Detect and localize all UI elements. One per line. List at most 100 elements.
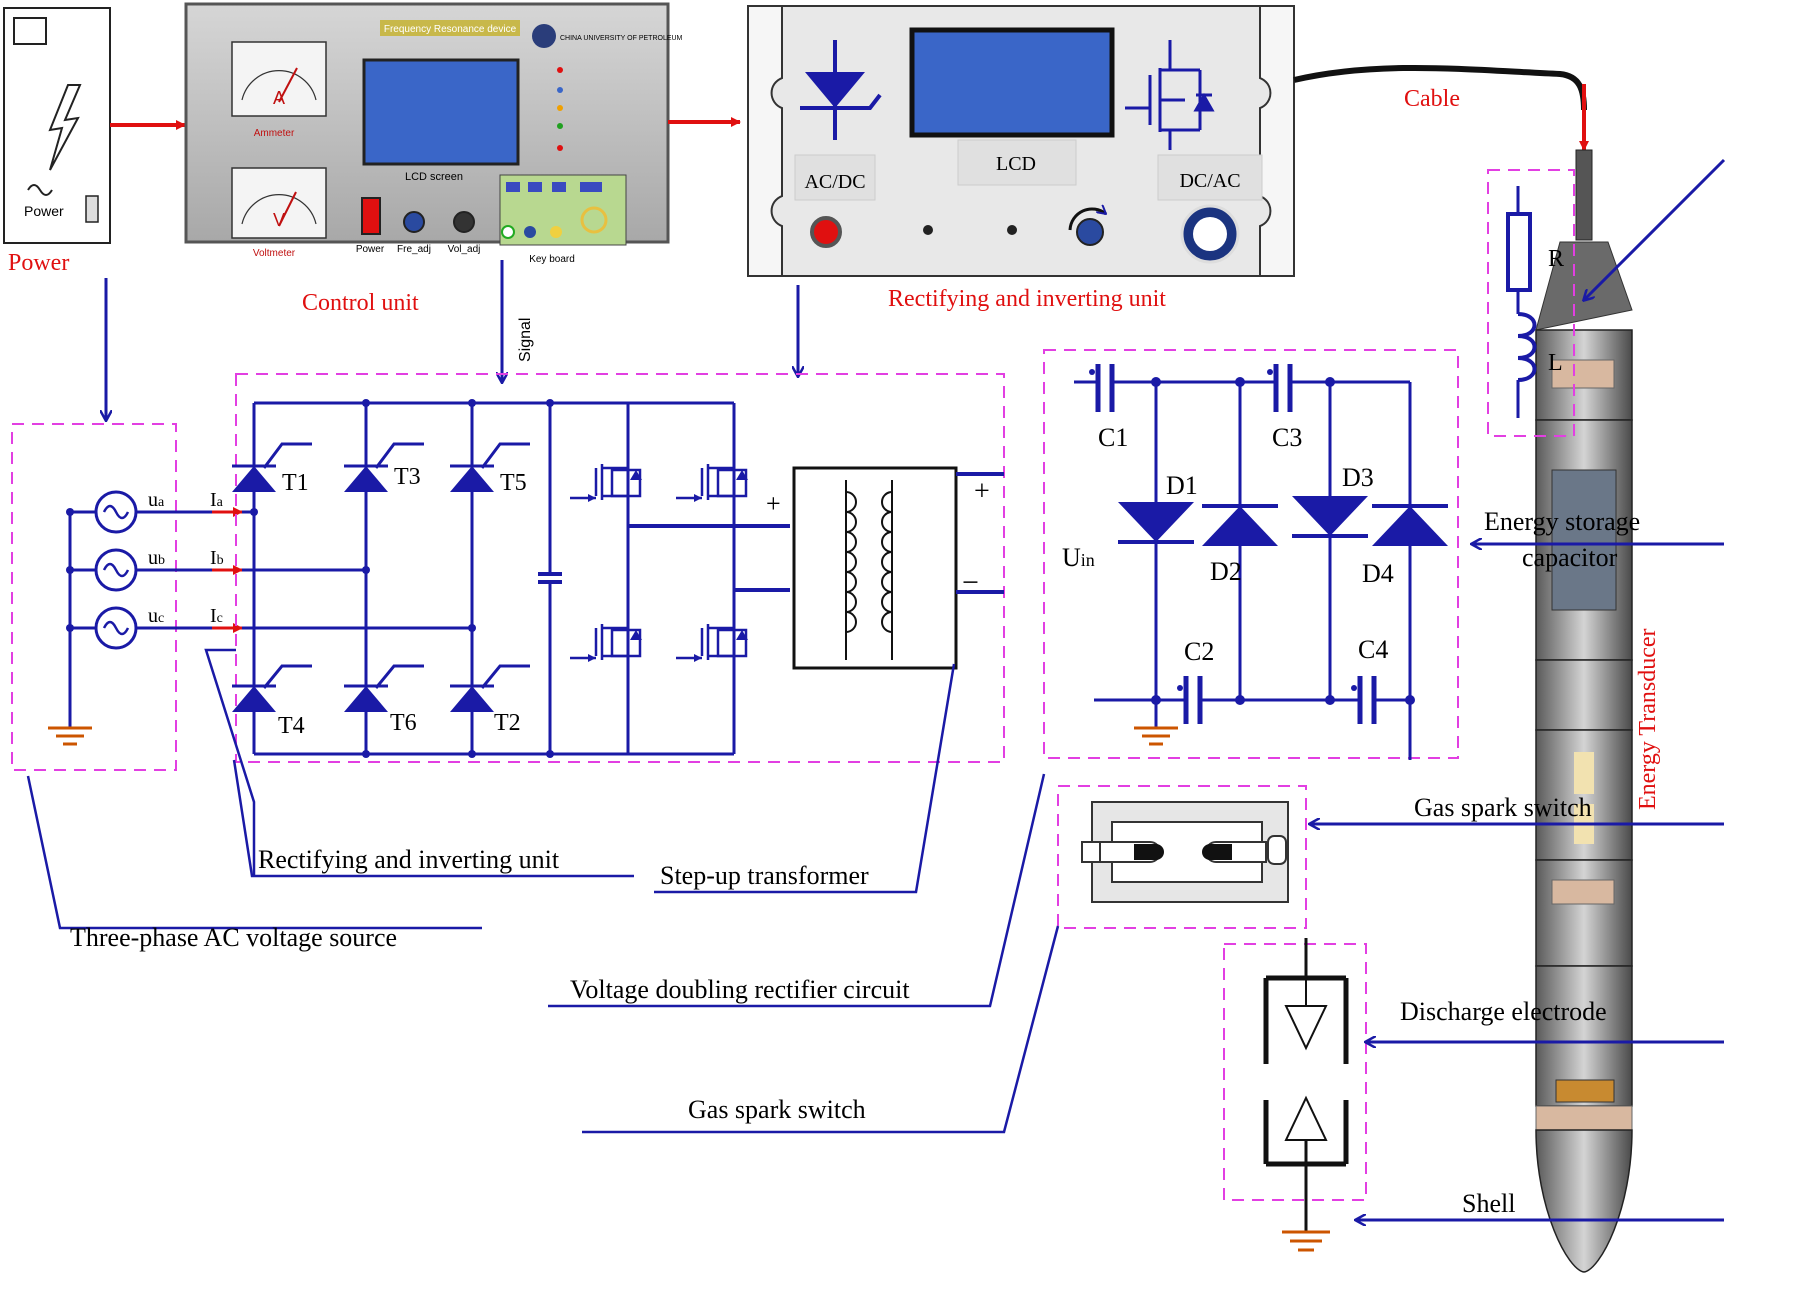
lightning-icon (48, 84, 82, 171)
thyristor-label: T6 (390, 710, 417, 736)
thyristor-t3-symbol (344, 466, 388, 492)
control-lcd-screen (362, 58, 520, 166)
junction-dot (1151, 377, 1161, 387)
leader-three-phase (204, 648, 256, 876)
capacitor-label: C4 (1358, 635, 1388, 664)
keyboard-key[interactable] (506, 182, 520, 192)
rectifier-inverter-circuit (235, 373, 1005, 763)
rectifier-unit-device: AC/DC LCD DC/AC (747, 5, 1295, 277)
rectifier-unit-caption: Rectifying and inverting unit (888, 286, 1166, 312)
callout-shell: Shell (1462, 1189, 1515, 1218)
junction-dot (66, 508, 74, 516)
svg-text:V: V (273, 210, 285, 230)
rectifier-adjust-knob[interactable] (1076, 218, 1104, 246)
callout-discharge: Discharge electrode (1400, 997, 1607, 1026)
power-supply-device: Power (3, 7, 111, 244)
minus-sign: − (962, 566, 979, 599)
knob-rotate-icon (1068, 209, 1106, 231)
rectifier-led (923, 225, 933, 235)
mosfet-symbol (570, 624, 642, 660)
thyristor-t6-symbol (344, 686, 388, 712)
cable-label: Cable (1404, 86, 1460, 112)
svg-text:Frequency Resonance device: Frequency Resonance device (384, 24, 517, 35)
junction-dot (468, 750, 476, 758)
inductor-symbol (1517, 312, 1537, 382)
inductor-label: L (1548, 350, 1563, 376)
university-logo-inner (1193, 217, 1227, 251)
svg-text:A: A (273, 88, 285, 108)
thyristor-label: T4 (278, 713, 305, 739)
polarity-dot (1351, 685, 1357, 691)
diode-label: D4 (1362, 559, 1394, 588)
diode-label: D1 (1166, 471, 1198, 500)
callout-energy-storage-1: Energy storage (1484, 507, 1640, 536)
dcac-mosfet-icon (1125, 40, 1215, 150)
phase-voltage-b: ub (148, 547, 165, 569)
leader-vdr (548, 773, 1046, 1008)
resistor-symbol (1506, 212, 1532, 292)
svg-text:CHINA UNIVERSITY OF PETROLEUM: CHINA UNIVERSITY OF PETROLEUM (560, 35, 683, 42)
polarity-dot (1177, 685, 1183, 691)
phase-voltage-c: uc (148, 605, 164, 627)
power-rocker-switch[interactable] (85, 195, 99, 223)
keyboard-key[interactable] (580, 182, 602, 192)
uin-label: Uin (1062, 543, 1095, 572)
phase-current-b: Ib (210, 547, 224, 569)
diode-d1-symbol (1118, 502, 1194, 542)
keyboard-key[interactable] (501, 225, 515, 239)
junction-dot (362, 750, 370, 758)
keyboard-dpad[interactable] (580, 206, 608, 234)
plus-sign: + (766, 489, 781, 518)
ac-wave-icon (27, 184, 53, 196)
step-up-transformer-symbol (792, 466, 958, 670)
diode-label: D3 (1342, 463, 1374, 492)
keyboard-key[interactable] (550, 226, 562, 238)
thyristor-label: T3 (394, 464, 421, 490)
led-indicator (557, 87, 563, 93)
keyboard-key[interactable] (524, 226, 536, 238)
rectifier-power-button[interactable] (810, 216, 842, 248)
mosfet-symbol (676, 624, 748, 660)
callout-gas-spark-left: Gas spark switch (688, 1095, 866, 1124)
thyristor-t5-symbol (450, 466, 494, 492)
keyboard-key[interactable] (552, 182, 566, 192)
energy-storage-capacitor-part (1551, 469, 1617, 611)
svg-text:Power: Power (356, 244, 385, 255)
keyboard-key[interactable] (528, 182, 542, 192)
junction-dot (1235, 377, 1245, 387)
control-title-strip (380, 20, 520, 36)
control-power-switch[interactable] (361, 197, 381, 235)
phase-current-c: Ic (210, 605, 223, 627)
junction-dot (250, 508, 258, 516)
transducer-label: Energy Transducer (1635, 628, 1661, 810)
voltage-adjust-knob[interactable] (453, 211, 475, 233)
leader-gas-spark (582, 925, 1060, 1134)
energy-transducer (1535, 149, 1633, 1273)
junction-dot (1325, 695, 1335, 705)
mosfet-symbol (676, 464, 748, 500)
callout-three-phase: Three-phase AC voltage source (70, 923, 397, 952)
cable (1293, 64, 1587, 111)
frequency-adjust-knob[interactable] (403, 211, 425, 233)
junction-dot (362, 566, 370, 574)
power-switch-label: Power (24, 203, 64, 219)
university-logo-small (532, 24, 556, 48)
junction-dot (1151, 695, 1161, 705)
acdc-label: AC/DC (804, 171, 865, 193)
lcd-screen-label: LCD screen (405, 171, 463, 183)
voltmeter-gauge: V (231, 167, 327, 239)
three-phase-source (11, 423, 242, 771)
rl-equivalent (1487, 169, 1575, 437)
junction-dot (546, 399, 554, 407)
voltage-doubler-circuit (1043, 349, 1459, 760)
led-indicator (557, 123, 563, 129)
diode-d3-symbol (1292, 496, 1368, 536)
leader-three-phase (26, 775, 482, 930)
svg-text:Fre_adj: Fre_adj (397, 244, 431, 255)
leader-rect-inv (232, 759, 634, 878)
thyristor-t1-symbol (232, 466, 276, 492)
junction-dot (66, 566, 74, 574)
svg-text:Vol_adj: Vol_adj (448, 244, 481, 255)
